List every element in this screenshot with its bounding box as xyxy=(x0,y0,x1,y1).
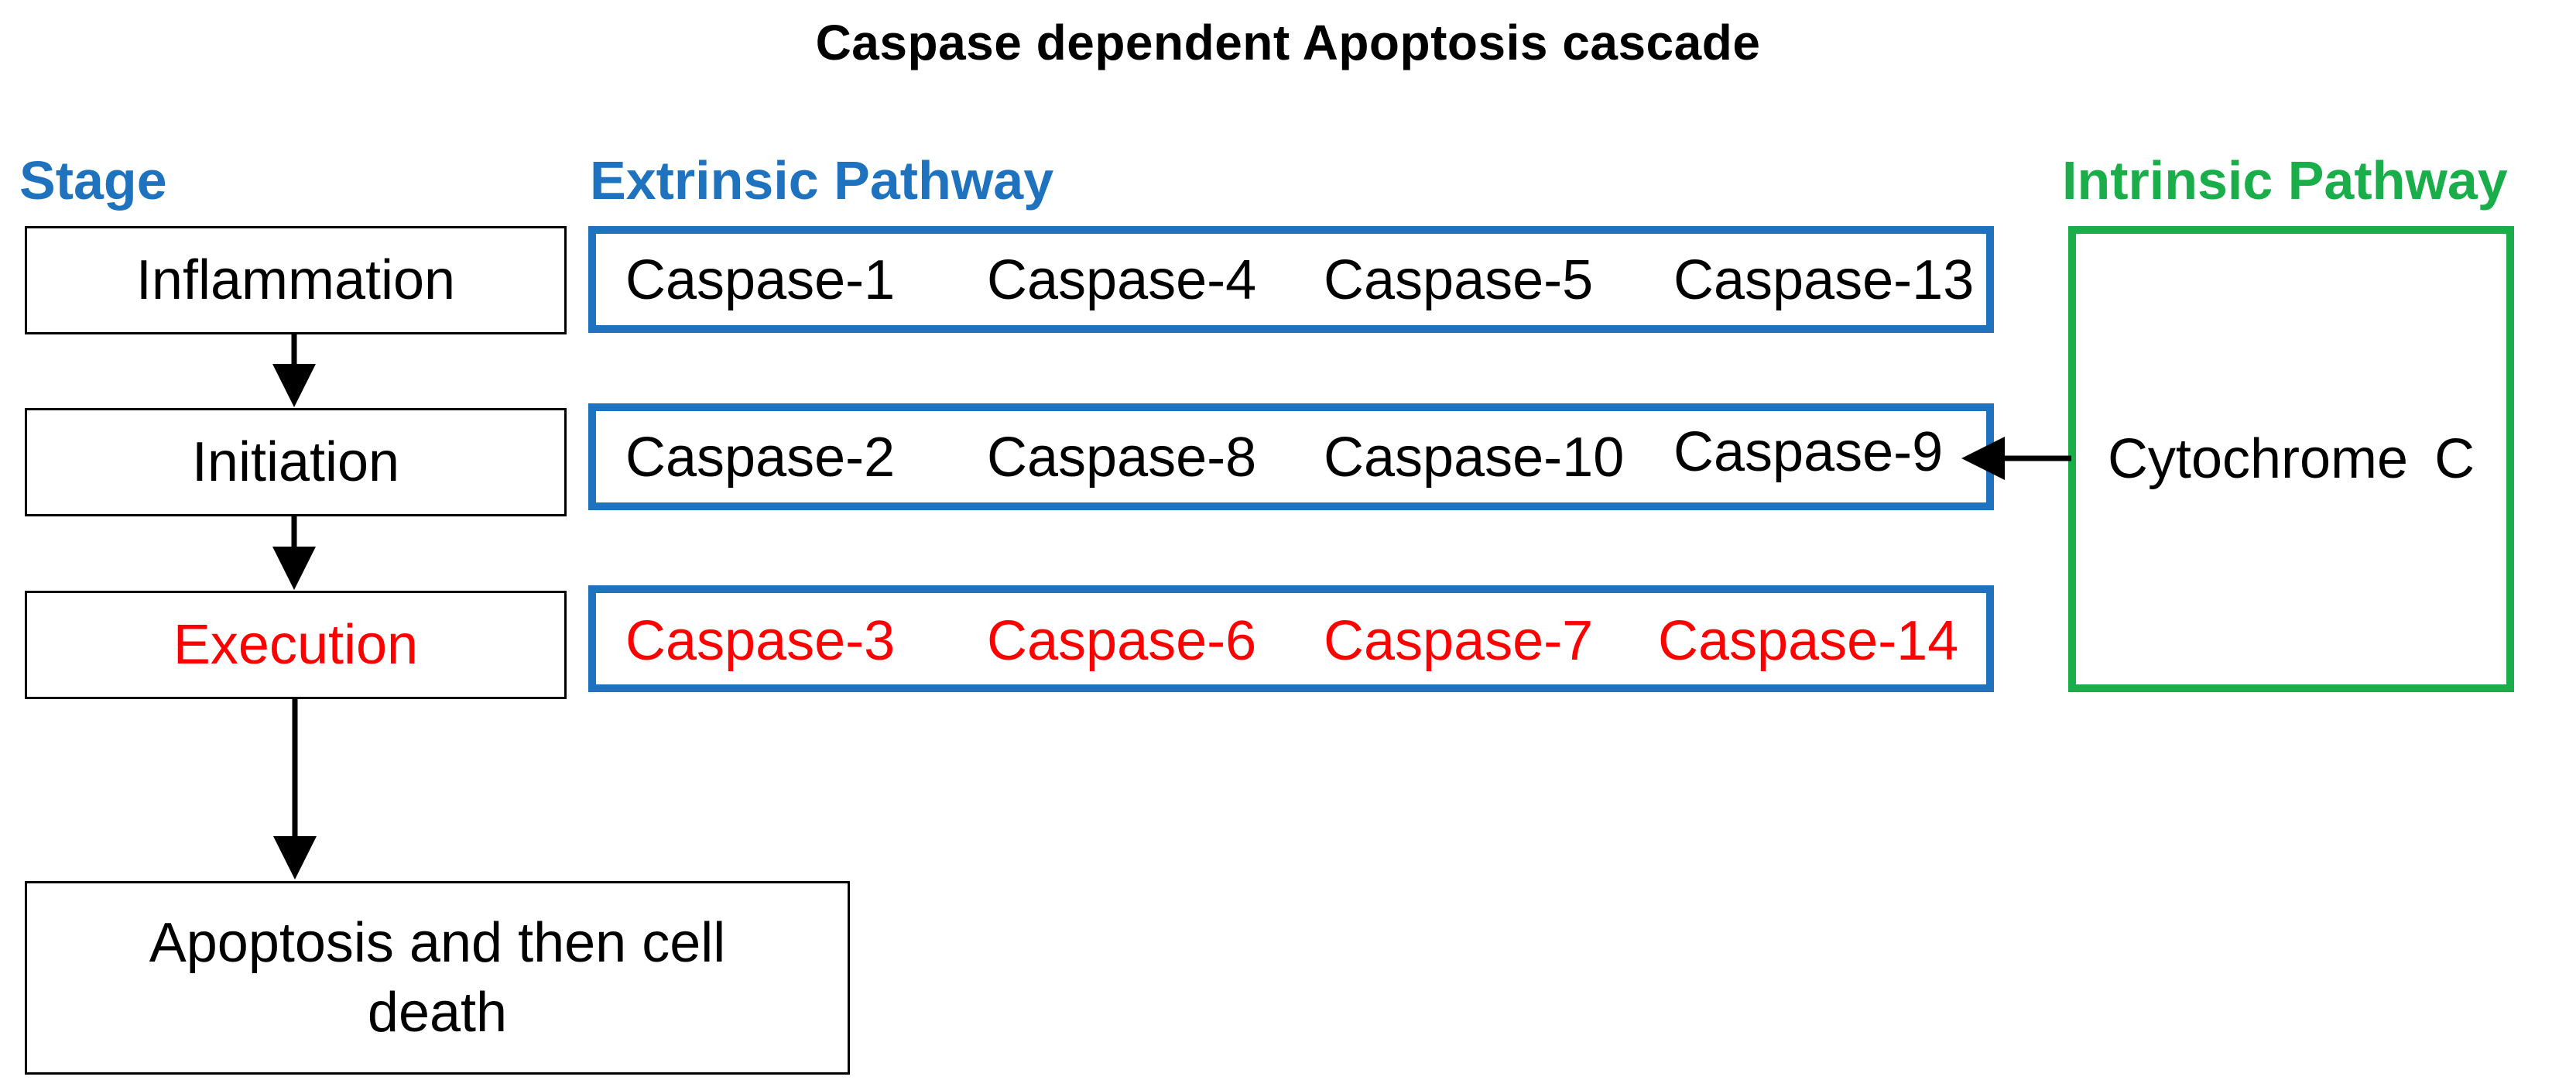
stage-label: Execution xyxy=(173,614,419,676)
intrinsic-heading: Intrinsic Pathway xyxy=(2062,150,2508,211)
stage-label: Initiation xyxy=(191,431,400,493)
caspase-label: Caspase-5 xyxy=(1324,249,1594,311)
caspase-9-label: Caspase-9 xyxy=(1673,421,1944,483)
extrinsic-row-inflammation xyxy=(588,226,1994,333)
caspase-label: Caspase-10 xyxy=(1324,427,1625,489)
caspase-label: Caspase-7 xyxy=(1324,610,1594,672)
stage-box-apoptosis: Apoptosis and then cell death xyxy=(25,881,850,1075)
stage-label: Inflammation xyxy=(135,249,456,311)
caspase-label: Caspase-6 xyxy=(987,610,1257,672)
caspase-label: Caspase-3 xyxy=(625,610,896,672)
cytochrome-c-label: Cytochrome C xyxy=(2107,428,2475,490)
caspase-label: Caspase-1 xyxy=(625,249,896,311)
stage-box-initiation: Initiation xyxy=(25,408,567,516)
intrinsic-box: Cytochrome C xyxy=(2068,226,2514,692)
diagram-title: Caspase dependent Apoptosis cascade xyxy=(815,15,1761,70)
caspase-label: Caspase-2 xyxy=(625,427,896,489)
extrinsic-heading: Extrinsic Pathway xyxy=(590,150,1054,211)
caspase-label: Caspase-13 xyxy=(1673,249,1975,311)
extrinsic-row-execution xyxy=(588,585,1994,692)
stage-heading: Stage xyxy=(19,150,167,211)
caspase-label: Caspase-8 xyxy=(987,427,1257,489)
caspase-label: Caspase-14 xyxy=(1658,610,1959,672)
stage-box-inflammation: Inflammation xyxy=(25,226,567,334)
stage-box-execution: Execution xyxy=(25,591,567,699)
caspase-label: Caspase-4 xyxy=(987,249,1257,311)
stage-label: Apoptosis and then cell death xyxy=(149,912,726,1044)
